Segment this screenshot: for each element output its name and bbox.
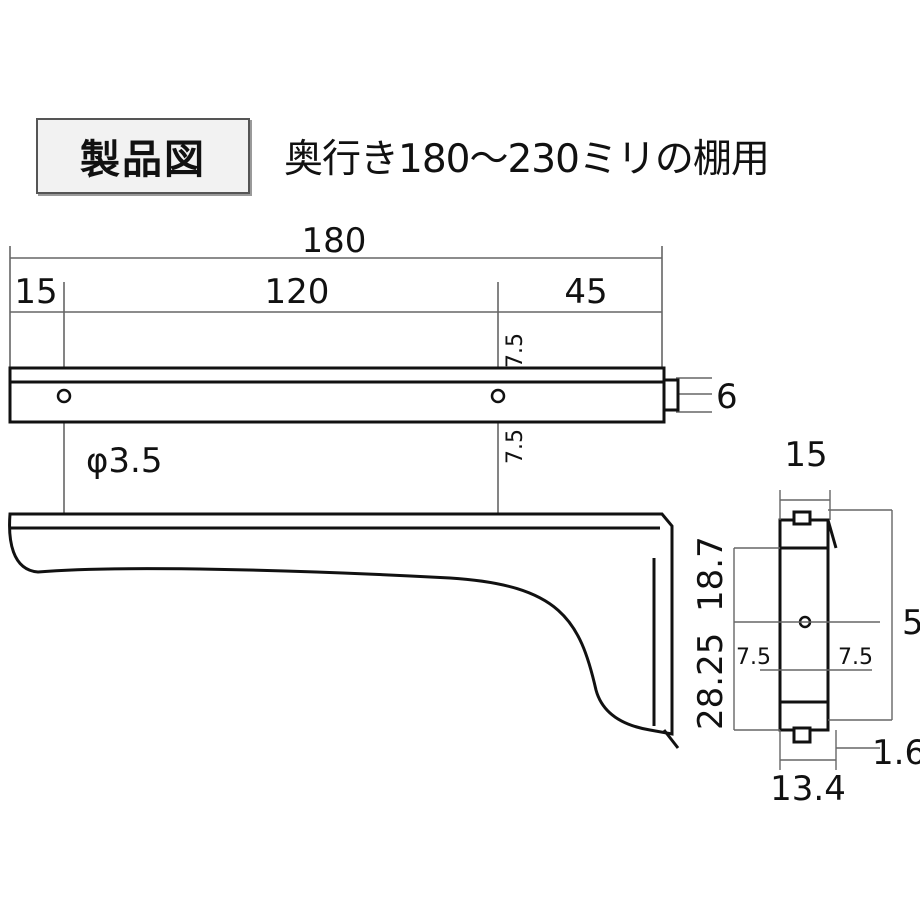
dim-side-total-height: 5: [902, 603, 920, 643]
product-drawing-badge: 製品図: [36, 118, 250, 194]
end-view-dimension-lines: [733, 490, 893, 770]
dim-side-lower-height: 28.25: [691, 633, 731, 730]
dim-hole-offset-bottom: 7.5: [503, 429, 528, 464]
dim-hole-offset-top: 7.5: [503, 333, 528, 368]
dim-hole-diameter: φ3.5: [86, 441, 163, 481]
dim-side-base-width: 13.4: [770, 769, 846, 809]
dim-hole-spacing: 120: [265, 272, 330, 312]
side-view-bracket: [8, 512, 680, 749]
dim-side-right-offset: 7.5: [838, 645, 873, 670]
top-view-bracket: [8, 366, 680, 424]
dim-side-plate: 1.6: [872, 733, 920, 773]
dim-right-length: 45: [564, 272, 607, 312]
dim-thickness: 6: [716, 377, 738, 417]
dim-left-offset: 15: [14, 272, 57, 312]
drawing-subtitle: 奥行き180～230ミリの棚用: [284, 137, 770, 182]
dim-side-left-offset: 7.5: [736, 645, 771, 670]
dim-side-upper-height: 18.7: [691, 536, 731, 612]
end-view-bracket: [778, 510, 838, 744]
dim-side-width-top: 15: [784, 435, 827, 475]
dim-overall-length: 180: [302, 221, 367, 261]
